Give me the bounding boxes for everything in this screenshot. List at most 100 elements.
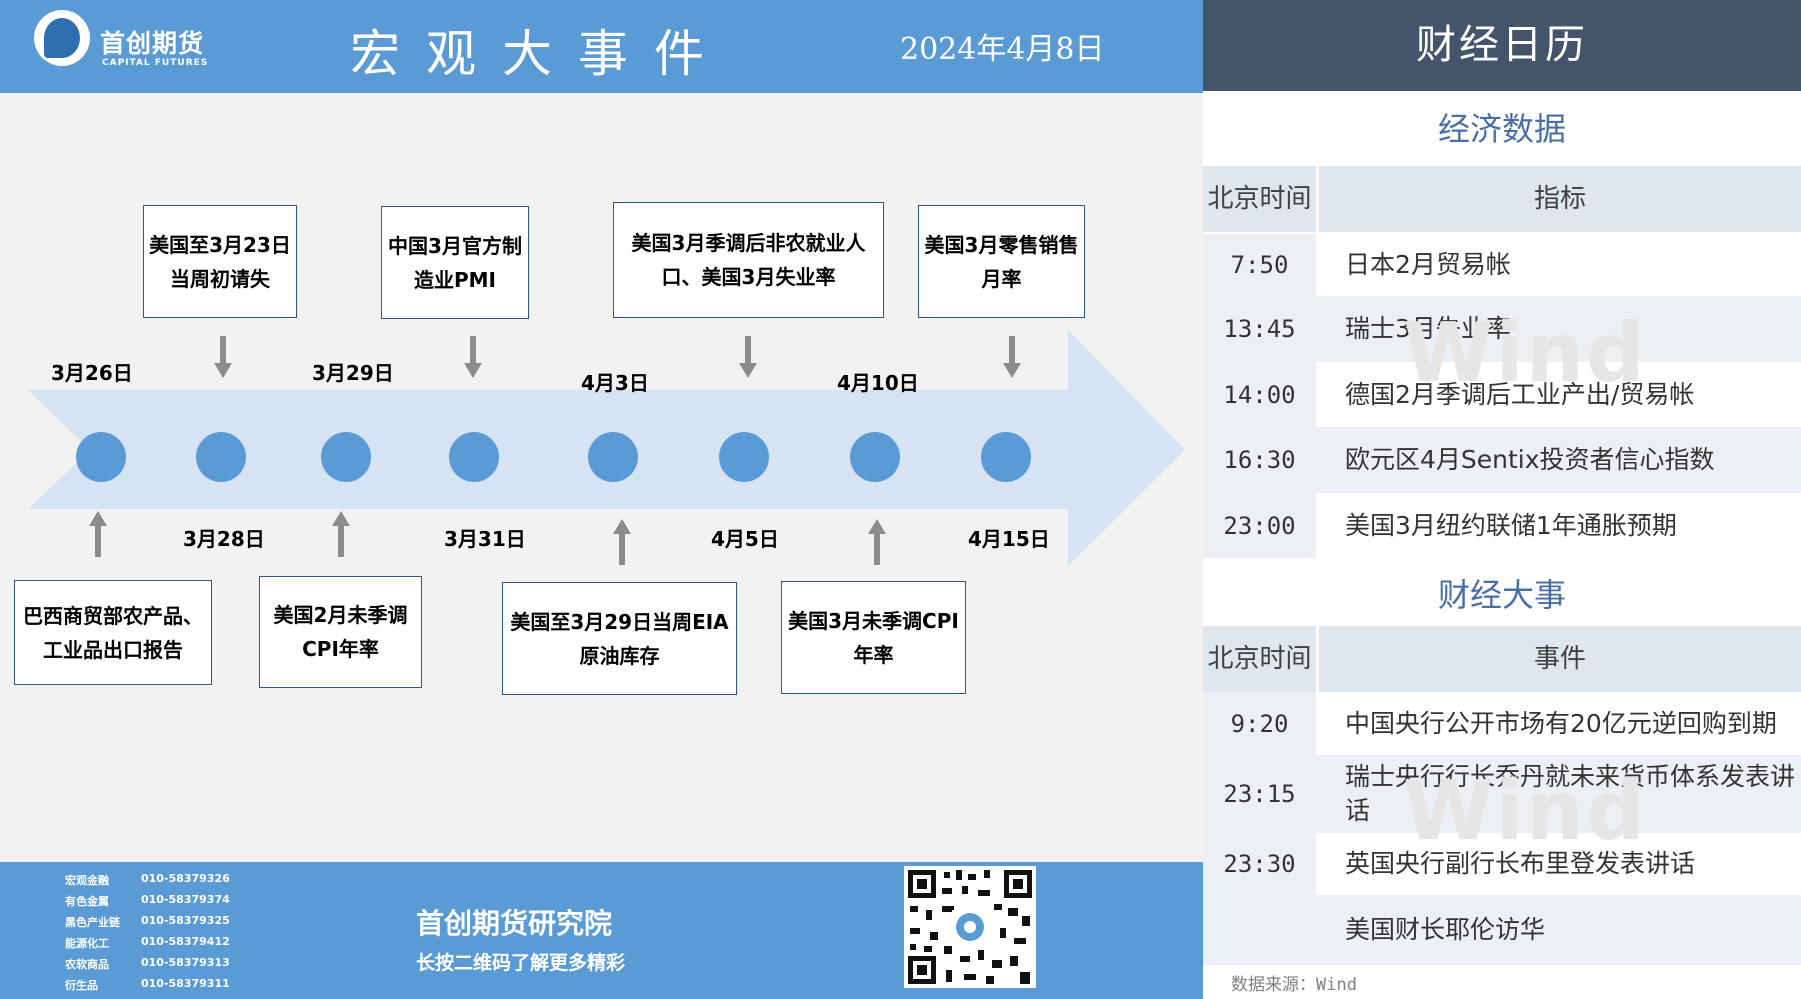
econ-row: 14:00 德国2月季调后工业产出/贸易帐 xyxy=(1203,362,1801,427)
row-item: 欧元区4月Sentix投资者信心指数 xyxy=(1345,445,1715,474)
contact-line: 黑色产业链 010-58379325 xyxy=(65,914,230,930)
qr-hint: 长按二维码了解更多精彩 xyxy=(416,952,626,974)
row-item: 美国财长耶伦访华 xyxy=(1345,915,1546,944)
event-box-bottom: 美国3月未季调CPI年率 xyxy=(781,581,966,694)
contact-dept: 农软商品 xyxy=(65,958,109,971)
event-row: 美国财长耶伦访华 xyxy=(1203,895,1801,965)
contact-dept: 衍生品 xyxy=(65,979,98,992)
institute-name: 首创期货研究院 xyxy=(416,907,613,940)
contact-line: 能源化工 010-58379412 xyxy=(65,935,230,951)
timeline-dot xyxy=(449,432,499,482)
down-arrow-icon xyxy=(739,336,757,378)
econ-row: 23:00 美国3月纽约联储1年通胀预期 xyxy=(1203,493,1801,558)
up-arrow-icon xyxy=(332,511,350,557)
row-time: 7:50 xyxy=(1203,234,1316,296)
timeline-dot xyxy=(981,432,1031,482)
timeline-dot xyxy=(850,432,900,482)
macro-events-panel: 首创期货 CAPITAL FUTURES 宏观大事件 2024年4月8日 xyxy=(0,0,1203,999)
timeline-dot xyxy=(321,432,371,482)
timeline-dot xyxy=(76,432,126,482)
down-arrows xyxy=(214,336,1021,378)
econ-table-header: 北京时间 指标 xyxy=(1203,166,1801,232)
contact-dept: 黑色产业链 xyxy=(65,916,120,929)
up-arrow-icon xyxy=(613,519,631,565)
event-box-top: 美国3月零售销售月率 xyxy=(918,205,1085,318)
date-label: 3月28日 xyxy=(183,527,265,551)
footer-bar: 宏观金融 010-58379326 有色金属 010-58379374 黑色产业链 0… xyxy=(0,862,1203,999)
event-row: 23:15 瑞士央行行长乔丹就未来货币体系发表讲话 xyxy=(1203,755,1801,833)
event-box-top: 美国至3月23日当周初请失 xyxy=(143,205,297,318)
date-label: 4月3日 xyxy=(581,371,649,395)
section-title-econ: 经济数据 xyxy=(1437,110,1566,148)
econ-row: 7:50 日本2月贸易帐 xyxy=(1203,234,1801,296)
date-label: 4月10日 xyxy=(837,371,919,395)
date-label: 3月31日 xyxy=(444,527,526,551)
timeline-dots xyxy=(76,432,1031,482)
timeline-graphic xyxy=(28,330,1185,566)
qr-code-icon[interactable] xyxy=(904,866,1036,988)
contact-line: 农软商品 010-58379313 xyxy=(65,956,230,972)
contact-dept: 有色金属 xyxy=(65,895,109,908)
logo-mark-icon xyxy=(34,10,90,66)
row-item: 英国央行副行长布里登发表讲话 xyxy=(1345,849,1696,878)
event-row: 23:30 英国央行副行长布里登发表讲话 xyxy=(1203,833,1801,895)
col-header-time: 北京时间 xyxy=(1203,626,1319,692)
contact-phone: 010-58379412 xyxy=(141,935,230,948)
row-time: 16:30 xyxy=(1203,427,1316,493)
contact-line: 宏观金融 010-58379326 xyxy=(65,872,230,888)
up-arrow-icon xyxy=(89,511,107,557)
up-arrow-icon xyxy=(868,519,886,565)
date-label: 4月15日 xyxy=(968,527,1050,551)
row-time: 23:15 xyxy=(1203,755,1316,833)
event-box-top: 中国3月官方制造业PMI xyxy=(381,206,529,319)
contact-phone: 010-58379311 xyxy=(141,977,230,990)
company-logo: 首创期货 CAPITAL FUTURES xyxy=(34,10,234,80)
row-item: 瑞士央行行长乔丹就未来货币体系发表讲话 xyxy=(1345,762,1796,825)
logo-name-en: CAPITAL FUTURES xyxy=(102,58,209,68)
watermark-wind: Wind xyxy=(1403,764,1647,859)
econ-row: 16:30 欧元区4月Sentix投资者信心指数 xyxy=(1203,427,1801,493)
finance-calendar-panel: 财经日历 经济数据 北京时间 指标 7:50 日本2月贸易帐 13:45 瑞士3… xyxy=(1203,0,1801,999)
timeline-dot xyxy=(196,432,246,482)
timeline-dot xyxy=(588,432,638,482)
down-arrow-icon xyxy=(1003,336,1021,378)
event-box-bottom: 巴西商贸部农产品、工业品出口报告 xyxy=(14,580,212,685)
contact-dept: 能源化工 xyxy=(65,937,109,950)
row-time xyxy=(1203,895,1316,965)
date-label: 4月5日 xyxy=(711,527,779,551)
row-item: 日本2月贸易帐 xyxy=(1345,250,1511,279)
row-time: 23:30 xyxy=(1203,833,1316,895)
section-title-events: 财经大事 xyxy=(1437,576,1566,614)
row-item: 瑞士3月失业率 xyxy=(1345,314,1511,343)
event-row: 9:20 中国央行公开市场有20亿元逆回购到期 xyxy=(1203,692,1801,755)
down-arrow-icon xyxy=(464,336,482,378)
down-arrow-icon xyxy=(214,336,232,378)
event-box-top: 美国3月季调后非农就业人口、美国3月失业率 xyxy=(613,202,884,318)
contact-line: 衍生品 010-58379311 xyxy=(65,977,230,993)
econ-row: 13:45 瑞士3月失业率 xyxy=(1203,296,1801,362)
event-box-bottom: 美国至3月29日当周EIA原油库存 xyxy=(502,582,737,695)
contact-phone: 010-58379313 xyxy=(141,956,230,969)
contact-phone: 010-58379325 xyxy=(141,914,230,927)
report-date: 2024年4月8日 xyxy=(900,32,1105,67)
calendar-title: 财经日历 xyxy=(1203,0,1801,91)
page-title: 宏观大事件 xyxy=(350,25,730,83)
watermark-wind: Wind xyxy=(1403,306,1647,401)
col-header-item: 指标 xyxy=(1533,184,1586,214)
event-box-bottom: 美国2月未季调CPI年率 xyxy=(259,576,422,688)
row-time: 9:20 xyxy=(1203,692,1316,755)
row-item: 中国央行公开市场有20亿元逆回购到期 xyxy=(1345,708,1777,738)
date-label: 3月26日 xyxy=(51,361,133,385)
row-time: 13:45 xyxy=(1203,296,1316,362)
row-time: 14:00 xyxy=(1203,362,1316,427)
col-header-item: 事件 xyxy=(1533,644,1586,674)
timeline-dot xyxy=(719,432,769,482)
header-bar: 首创期货 CAPITAL FUTURES 宏观大事件 2024年4月8日 xyxy=(0,0,1203,93)
contact-phone: 010-58379374 xyxy=(141,893,230,906)
row-item: 德国2月季调后工业产出/贸易帐 xyxy=(1345,379,1695,409)
contact-dept: 宏观金融 xyxy=(65,874,109,887)
contact-phone: 010-58379326 xyxy=(141,872,230,885)
logo-name-cn: 首创期货 xyxy=(100,29,205,58)
up-arrows xyxy=(89,511,886,565)
data-source: 数据来源：Wind xyxy=(1231,975,1357,995)
